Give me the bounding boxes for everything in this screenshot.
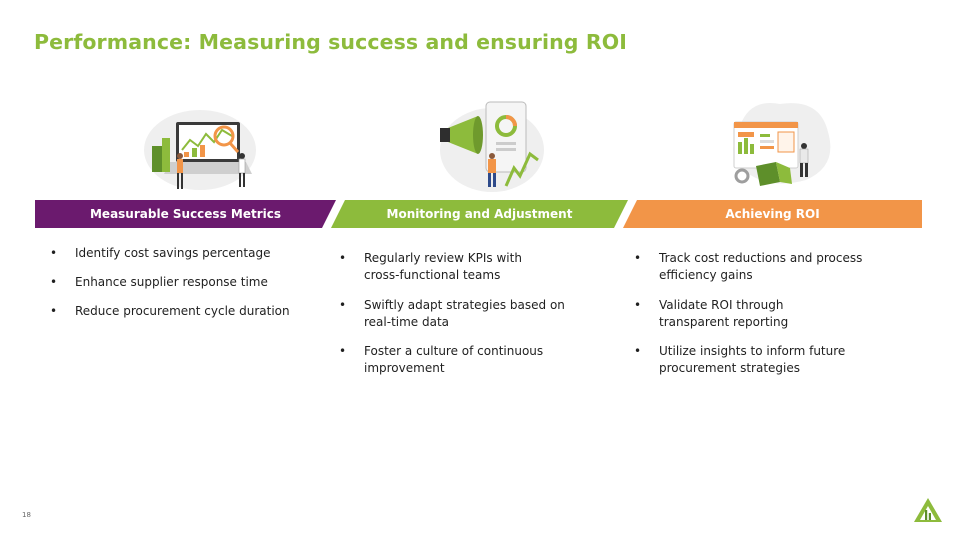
company-logo-icon [913, 497, 943, 527]
monitoring-list: Regularly review KPIs with cross-functio… [339, 250, 599, 390]
list-item: Enhance supplier response time [50, 274, 340, 291]
roi-list: Track cost reductions and process effici… [634, 250, 904, 390]
list-item: Track cost reductions and process effici… [634, 250, 904, 284]
list-item: Swiftly adapt strategies based on real-t… [339, 297, 599, 331]
banner-monitoring-and-adjustment: Monitoring and Adjustment [331, 200, 628, 228]
megaphone-monitoring-illustration [430, 98, 550, 194]
slide-title: Performance: Measuring success and ensur… [34, 30, 627, 54]
list-item: Foster a culture of continuous improveme… [339, 343, 599, 377]
roi-dashboard-illustration [720, 96, 840, 192]
list-item: Utilize insights to inform future procur… [634, 343, 904, 377]
list-item: Reduce procurement cycle duration [50, 303, 340, 320]
page-number: 18 [22, 511, 31, 519]
banner-measurable-success-metrics: Measurable Success Metrics [35, 200, 336, 228]
list-item: Regularly review KPIs with cross-functio… [339, 250, 599, 284]
success-metrics-list: Identify cost savings percentage Enhance… [50, 245, 340, 332]
laptop-analytics-illustration [140, 100, 260, 192]
list-item: Validate ROI through transparent reporti… [634, 297, 904, 331]
banner-achieving-roi: Achieving ROI [623, 200, 922, 228]
list-item: Identify cost savings percentage [50, 245, 340, 262]
